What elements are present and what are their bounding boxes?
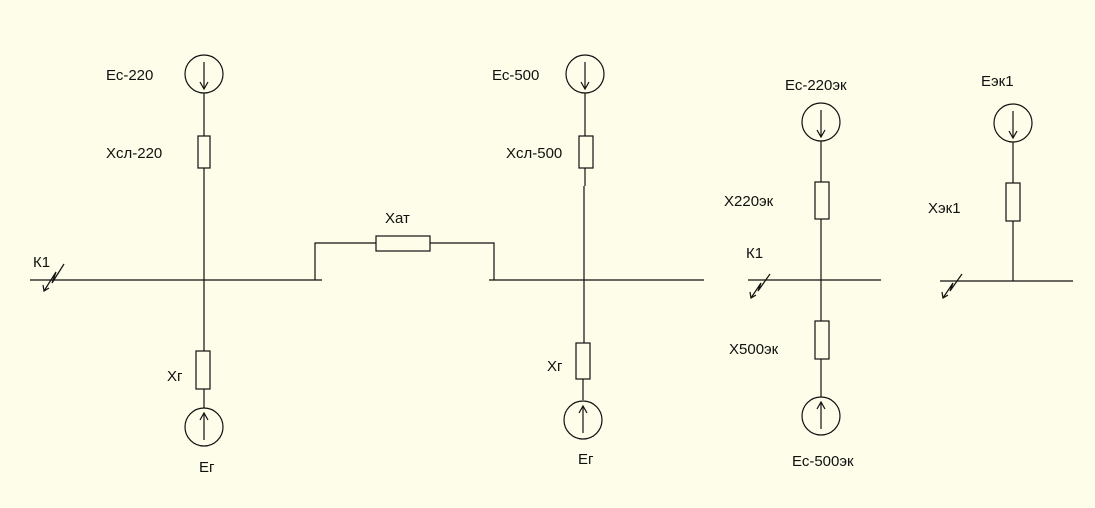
resistor-x500ek (814, 320, 830, 360)
fault-marker-k1 (42, 263, 65, 292)
label-eg-middle: Ег (578, 451, 594, 468)
resistor-xek1 (1005, 182, 1021, 222)
label-es220: Ес-220 (106, 67, 153, 84)
resistor-xg (195, 350, 211, 390)
source-es500 (565, 54, 605, 94)
source-es500ek (801, 396, 841, 436)
label-k1: К1 (33, 254, 50, 271)
resistor-x220ek (814, 181, 830, 220)
left-circuit: Ес-220 Хсл-220 К1 Хг Ег (30, 54, 322, 476)
label-x220ek: Х220эк (724, 193, 774, 210)
fault-marker-k1-equivalent (749, 273, 771, 299)
source-es220 (184, 54, 224, 94)
resistor-xat (375, 235, 431, 252)
source-eek1 (993, 103, 1033, 143)
generator-eg-middle (563, 400, 603, 440)
label-xg-middle: Хг (547, 358, 563, 375)
label-k1-equivalent: К1 (746, 245, 763, 262)
label-xg: Хг (167, 368, 183, 385)
final-circuit: Еэк1 Хэк1 (928, 73, 1073, 299)
label-es500ek: Ес-500эк (792, 453, 854, 470)
label-eek1: Еэк1 (981, 73, 1014, 90)
label-xek1: Хэк1 (928, 200, 961, 217)
label-xat: Хат (385, 210, 410, 227)
generator-eg (184, 407, 224, 447)
resistor-xg-middle (575, 342, 591, 380)
source-es220ek (801, 102, 841, 142)
label-es500: Ес-500 (492, 67, 539, 84)
label-xsl220: Хсл-220 (106, 145, 162, 162)
label-eg: Ег (199, 459, 215, 476)
resistor-xsl220 (197, 135, 211, 169)
fault-marker-final (941, 273, 963, 299)
middle-circuit: Ес-500 Хсл-500 Хг Ег (489, 54, 704, 468)
resistor-xsl500 (578, 135, 594, 169)
label-xsl500: Хсл-500 (506, 145, 562, 162)
label-es220ek: Ес-220эк (785, 77, 847, 94)
equivalent-circuit: Ес-220эк Х220эк К1 Х500эк Ес-500эк (724, 77, 881, 470)
autotransformer-link: Хат (314, 210, 495, 280)
label-x500ek: Х500эк (729, 341, 779, 358)
